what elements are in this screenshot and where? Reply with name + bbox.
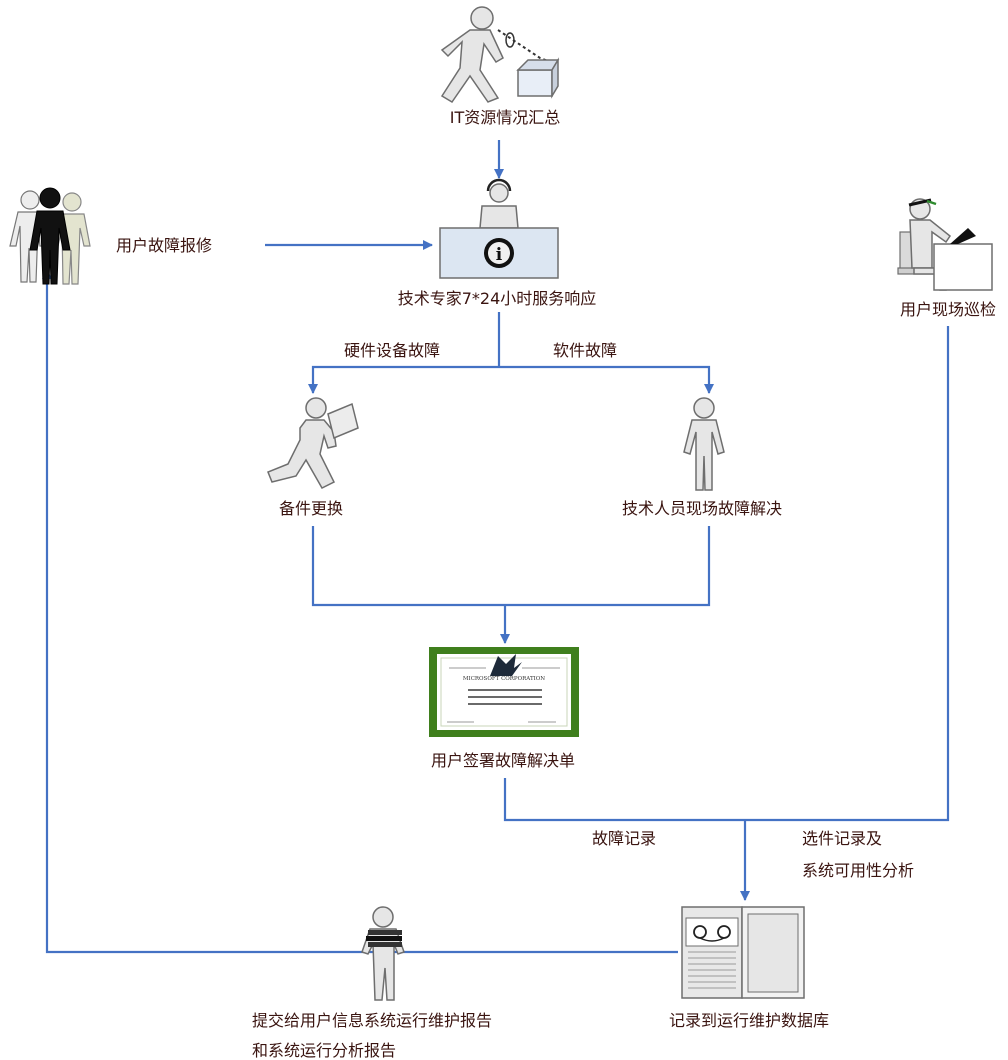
node-label-spare-replace: 备件更换 xyxy=(278,499,344,518)
edge-label-hardware: 硬件设备故障 xyxy=(344,341,441,360)
arrow-hardware-branch xyxy=(308,365,499,394)
node-label-fault-report: 用户故障报修 xyxy=(116,236,213,255)
certificate-icon: MICROSOFT CORPORATION xyxy=(429,647,579,737)
node-label-report-line1: 提交给用户信息系统运行维护报告 xyxy=(252,1011,493,1030)
users-group-icon xyxy=(9,187,91,285)
report-courier-icon xyxy=(361,906,405,1001)
node-label-signed-form: 用户签署故障解决单 xyxy=(430,751,576,770)
edge-label-selected-record: 选件记录及 xyxy=(802,829,883,848)
node-label-onsite-resolve: 技术人员现场故障解决 xyxy=(621,499,783,518)
database-server-icon xyxy=(681,906,805,999)
certificate-company-text: MICROSOFT CORPORATION xyxy=(463,676,545,682)
it-summary-icon xyxy=(440,6,560,104)
node-label-onsite-inspection: 用户现场巡检 xyxy=(899,300,997,319)
node-label-report-line2: 和系统运行分析报告 xyxy=(252,1041,397,1060)
inspector-desk-icon xyxy=(897,198,993,291)
arrow-database-to-users xyxy=(42,269,678,954)
node-label-database: 记录到运行维护数据库 xyxy=(668,1011,830,1030)
node-label-expert-service: 技术专家7*24小时服务响应 xyxy=(397,289,597,308)
connector-certificate-record xyxy=(503,326,950,822)
expert-desk-icon: i xyxy=(439,178,559,279)
svg-text:i: i xyxy=(496,245,503,265)
edge-label-fault-record: 故障记录 xyxy=(592,829,657,848)
spare-part-courier-icon xyxy=(267,397,359,489)
connector-spare-merge xyxy=(311,526,711,607)
edge-label-software: 软件故障 xyxy=(553,341,618,360)
node-label-it-summary: IT资源情况汇总 xyxy=(449,108,561,127)
technician-icon xyxy=(683,397,725,491)
arrow-software-branch xyxy=(499,365,714,394)
edge-label-availability-analysis: 系统可用性分析 xyxy=(802,861,915,880)
